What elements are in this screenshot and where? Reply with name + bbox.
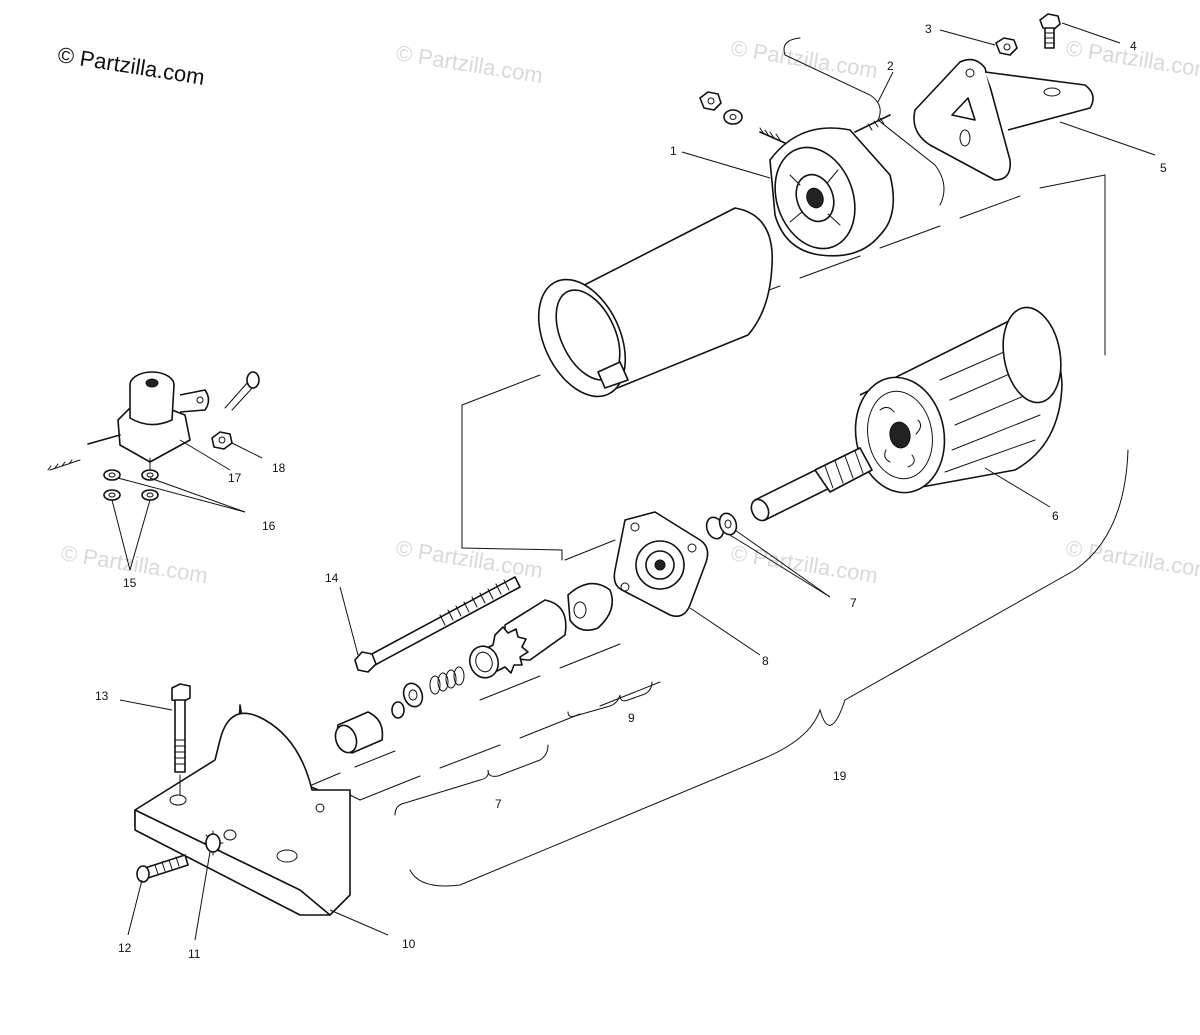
- bracket-19: [409, 449, 1129, 887]
- callout-2: 2: [887, 59, 894, 73]
- callout-9: 9: [628, 711, 635, 725]
- callout-7-upper: 7: [850, 596, 857, 610]
- drive-end-plate: [613, 511, 709, 618]
- lock-washer: [202, 830, 224, 856]
- solenoid: [47, 371, 210, 471]
- motor-housing: [537, 207, 773, 398]
- bolt: [1039, 13, 1061, 49]
- small-washers: [103, 469, 159, 501]
- cap-nut-washer: [699, 91, 743, 125]
- bracket-9: [567, 681, 653, 717]
- bracket-7-lower: [394, 744, 549, 816]
- callout-11: 11: [188, 947, 201, 961]
- callout-13: 13: [95, 689, 109, 703]
- callout-labels: 1 2 3 4 5 6 7 8 9 7 19 10 11 12 13 14 15…: [95, 22, 1167, 961]
- watermark-2: © Partzilla.com: [729, 35, 879, 83]
- spring: [429, 666, 465, 695]
- armature-washers: [705, 512, 738, 540]
- screw: [136, 854, 189, 883]
- l-bracket: [134, 704, 351, 916]
- callout-12: 12: [118, 941, 132, 955]
- part-2-bracket: [783, 37, 945, 206]
- through-bolt: [354, 576, 521, 673]
- callout-16: 16: [262, 519, 276, 533]
- callout-3: 3: [925, 22, 932, 36]
- grouping-brackets: [394, 449, 1129, 887]
- callout-15: 15: [123, 576, 137, 590]
- callout-19: 19: [833, 769, 847, 783]
- callout-1: 1: [670, 144, 677, 158]
- vertical-bolt: [171, 683, 191, 796]
- lower-bushing-washers: [334, 682, 424, 754]
- nut: [995, 37, 1018, 56]
- mounting-bracket: [913, 58, 1094, 181]
- pinion-gear-assembly: [468, 582, 614, 679]
- callout-10: 10: [402, 937, 416, 951]
- terminal-nut: [211, 371, 260, 450]
- callout-14: 14: [325, 571, 339, 585]
- callout-17: 17: [228, 471, 242, 485]
- callout-5: 5: [1160, 161, 1167, 175]
- callout-4: 4: [1130, 39, 1137, 53]
- callout-18: 18: [272, 461, 286, 475]
- watermark-5: © Partzilla.com: [394, 535, 544, 583]
- callout-8: 8: [762, 654, 769, 668]
- callout-7-lower: 7: [495, 797, 502, 811]
- armature: [750, 306, 1063, 522]
- end-cap: [759, 114, 895, 257]
- leader-lines: [111, 22, 1156, 941]
- callout-6: 6: [1052, 509, 1059, 523]
- watermark-1: © Partzilla.com: [394, 40, 544, 88]
- watermark-7: © Partzilla.com: [1064, 535, 1200, 583]
